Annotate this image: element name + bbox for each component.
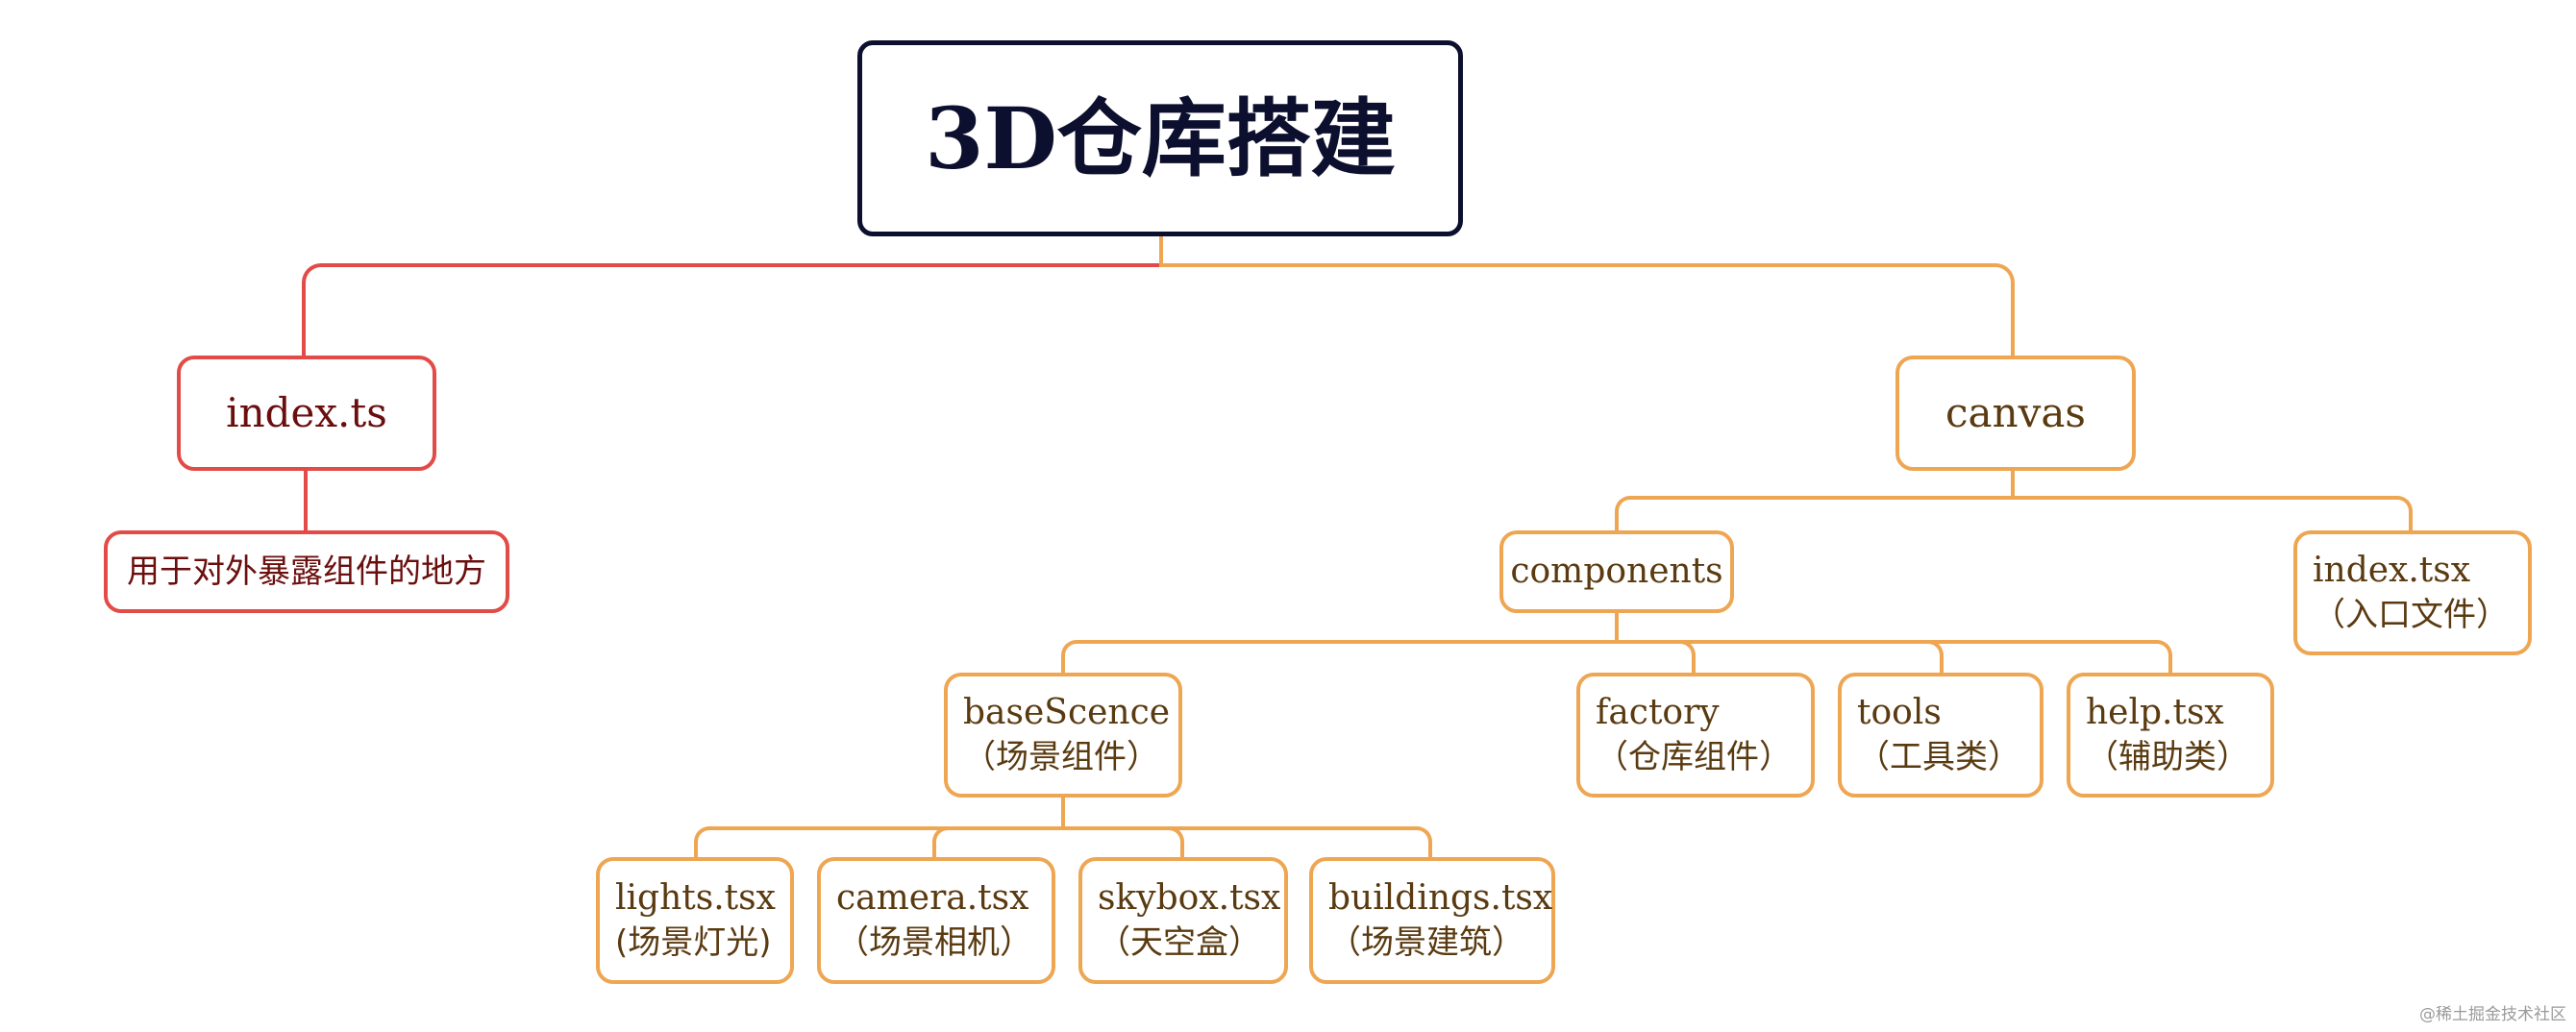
edge-components-stem bbox=[1615, 611, 1619, 642]
node-lights-tsx-desc: (场景灯光) bbox=[615, 923, 772, 962]
node-basescence-desc: （场景组件） bbox=[963, 738, 1159, 776]
edge-index-ts-note bbox=[304, 469, 308, 532]
node-buildings-tsx-label: buildings.tsx bbox=[1328, 878, 1553, 918]
node-tools-label: tools bbox=[1857, 693, 1942, 732]
node-help-tsx-desc: （辅助类） bbox=[2086, 738, 2249, 776]
node-index-tsx-desc: （入口文件） bbox=[2313, 596, 2509, 634]
edge-canvas-stem bbox=[2011, 469, 2015, 500]
node-factory: factory （仓库组件） bbox=[1576, 673, 1815, 798]
node-skybox-tsx: skybox.tsx （天空盒） bbox=[1078, 857, 1288, 984]
node-canvas: canvas bbox=[1895, 356, 2136, 471]
node-camera-tsx-label: camera.tsx bbox=[836, 878, 1029, 918]
node-camera-tsx-desc: （场景相机） bbox=[836, 923, 1032, 962]
node-basescence-label: baseScence bbox=[963, 693, 1171, 732]
node-basescence: baseScence （场景组件） bbox=[944, 673, 1182, 798]
node-index-ts: index.ts bbox=[177, 356, 436, 471]
edge-root-canvas bbox=[1159, 263, 2015, 357]
node-index-tsx: index.tsx （入口文件） bbox=[2293, 530, 2532, 655]
node-factory-desc: （仓库组件） bbox=[1596, 738, 1792, 776]
node-components-label: components bbox=[1510, 552, 1723, 591]
node-skybox-tsx-desc: （天空盒） bbox=[1098, 923, 1261, 962]
node-help-tsx: help.tsx （辅助类） bbox=[2067, 673, 2274, 798]
node-index-tsx-label: index.tsx bbox=[2313, 551, 2471, 590]
node-buildings-tsx-desc: （场景建筑） bbox=[1328, 923, 1524, 962]
edge-root-stem bbox=[1159, 234, 1163, 267]
node-factory-label: factory bbox=[1596, 693, 1720, 732]
node-camera-tsx: camera.tsx （场景相机） bbox=[817, 857, 1055, 984]
node-skybox-tsx-label: skybox.tsx bbox=[1098, 878, 1281, 918]
node-index-ts-note: 用于对外暴露组件的地方 bbox=[104, 530, 509, 613]
node-components: components bbox=[1499, 530, 1734, 613]
node-help-tsx-label: help.tsx bbox=[2086, 693, 2224, 732]
node-index-ts-note-text: 用于对外暴露组件的地方 bbox=[127, 553, 486, 591]
node-tools: tools （工具类） bbox=[1838, 673, 2043, 798]
node-lights-tsx-label: lights.tsx bbox=[615, 878, 776, 918]
edge-components-tools bbox=[1615, 640, 1944, 676]
root-node: 3D仓库搭建 bbox=[857, 40, 1463, 236]
node-lights-tsx: lights.tsx (场景灯光) bbox=[596, 857, 794, 984]
edge-basescence-stem bbox=[1061, 794, 1065, 828]
node-canvas-label: canvas bbox=[1945, 389, 2086, 436]
watermark-text: @稀土掘金技术社区 bbox=[2419, 1005, 2566, 1024]
node-tools-desc: （工具类） bbox=[1857, 738, 2020, 776]
node-index-ts-label: index.ts bbox=[226, 389, 387, 436]
edge-canvas-children bbox=[1615, 496, 2413, 532]
edge-basescence-camera bbox=[932, 826, 1067, 861]
edge-root-index-ts bbox=[302, 263, 1163, 357]
edge-basescence-skybox bbox=[1061, 826, 1184, 861]
node-buildings-tsx: buildings.tsx （场景建筑） bbox=[1309, 857, 1555, 984]
root-title: 3D仓库搭建 bbox=[925, 88, 1396, 188]
